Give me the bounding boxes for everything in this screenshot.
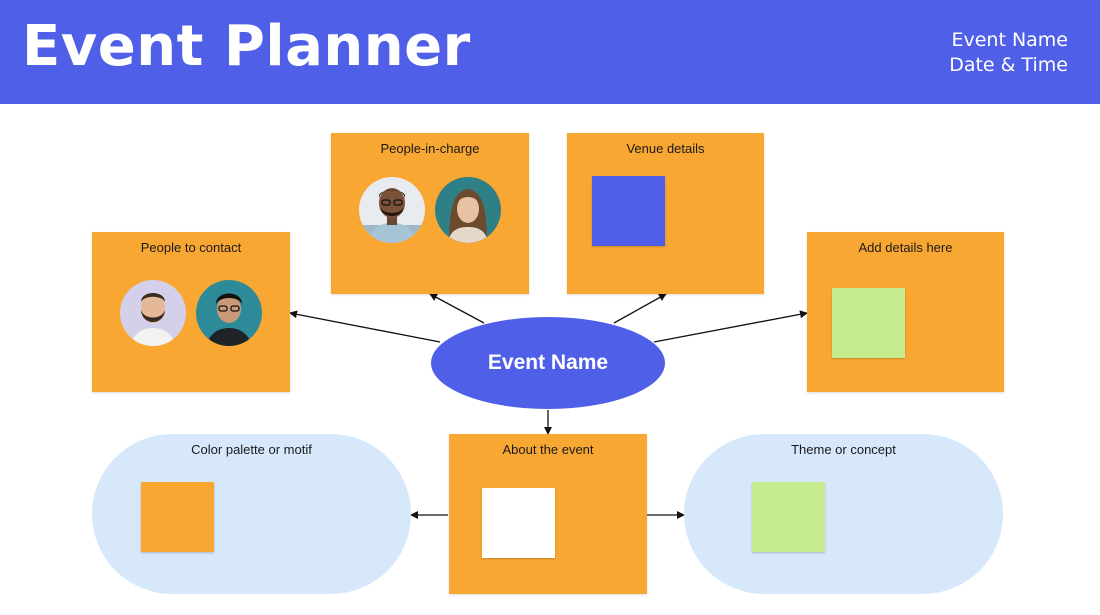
node-add-details[interactable]: Add details here — [807, 232, 1004, 392]
page-title: Event Planner — [22, 14, 471, 79]
arrow-to-people-in-charge — [429, 293, 485, 324]
arrow-to-add-details — [653, 310, 808, 343]
about-event-swatch — [482, 488, 555, 558]
center-event-name[interactable]: Event Name — [431, 317, 665, 409]
node-venue-details[interactable]: Venue details — [567, 133, 764, 294]
header-banner: Event Planner Event Name Date & Time — [0, 0, 1100, 104]
node-people-in-charge[interactable]: People-in-charge — [331, 133, 529, 294]
node-people-in-charge-label: People-in-charge — [380, 141, 480, 156]
venue-swatch — [592, 176, 665, 246]
node-color-palette-label: Color palette or motif — [191, 442, 312, 457]
node-people-to-contact[interactable]: People to contact — [92, 232, 290, 392]
header-date-time: Date & Time — [949, 54, 1068, 76]
avatar-person-2 — [435, 177, 501, 243]
node-theme-concept[interactable]: Theme or concept — [684, 434, 1003, 594]
color-palette-swatch — [141, 482, 214, 552]
node-about-event[interactable]: About the event — [449, 434, 647, 594]
avatar-person-4 — [196, 280, 262, 346]
arrow-to-people-to-contact — [289, 310, 441, 343]
header-meta: Event Name Date & Time — [949, 28, 1068, 78]
header-event-name: Event Name — [951, 29, 1068, 51]
node-venue-details-label: Venue details — [626, 141, 705, 156]
theme-concept-swatch — [752, 482, 825, 552]
node-about-event-label: About the event — [502, 442, 594, 457]
node-people-to-contact-label: People to contact — [140, 240, 242, 255]
avatar-person-3 — [120, 280, 186, 346]
node-theme-concept-label: Theme or concept — [791, 442, 896, 457]
arrow-to-venue-details — [613, 293, 667, 324]
add-details-swatch — [832, 288, 905, 358]
node-color-palette[interactable]: Color palette or motif — [92, 434, 411, 594]
avatar-person-1 — [359, 177, 425, 243]
node-add-details-label: Add details here — [858, 240, 953, 255]
